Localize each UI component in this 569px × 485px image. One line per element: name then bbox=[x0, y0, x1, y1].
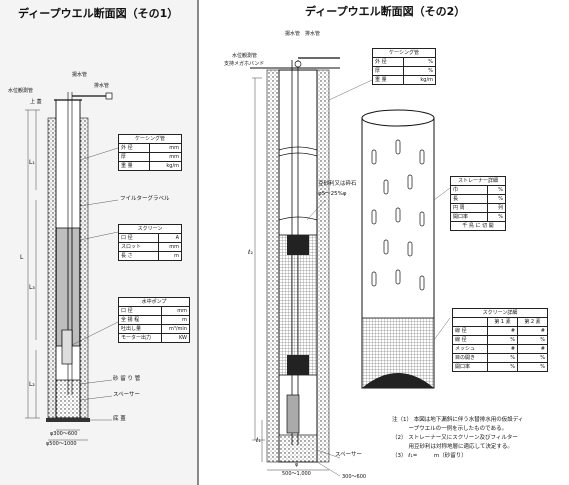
right-well-screen bbox=[278, 234, 318, 376]
panel-divider bbox=[197, 0, 199, 485]
note-line: 注（1） 本図は地下漏斜に伴う水替排水用の仮設ディ bbox=[392, 417, 524, 423]
right-label-phi: φ bbox=[295, 462, 299, 468]
left-label-l2: L₂ bbox=[29, 381, 35, 388]
left-pump-table-title: 水中ポンプ bbox=[118, 297, 190, 307]
right-well-pump bbox=[286, 394, 300, 434]
left-label-discharge-pipe: 排水管 bbox=[94, 83, 110, 89]
table-row: 長% bbox=[450, 194, 507, 204]
table-row: 開口率%% bbox=[451, 362, 548, 372]
right-label-gravel-note: 豆砂利又は砕石 bbox=[318, 181, 357, 187]
table-row: メッシュ## bbox=[451, 344, 548, 354]
screen-detail-table-title: スクリーン詳細 bbox=[452, 308, 548, 318]
left-label-water-level-pipe: 水位観測管 bbox=[8, 88, 34, 94]
table-row: 線 径## bbox=[451, 326, 548, 336]
left-label-dim-inner: φ300～600 bbox=[50, 431, 78, 437]
right-well-drawing bbox=[250, 57, 373, 477]
left-label-l1: L₁ bbox=[29, 159, 35, 166]
right-casing-table-title: ケーシング管 bbox=[372, 48, 436, 58]
note-line: ープウエルの一例を示したものである。 bbox=[392, 426, 508, 432]
strainer-detail-footer: 千 鳥 に 切 開 bbox=[450, 221, 506, 231]
screen-detail-table: スクリーン詳細 第 1 素 第 2 素 線 径## 線 径%% メッシュ## 目… bbox=[451, 308, 548, 372]
table-row: 厚% bbox=[372, 66, 437, 76]
right-label-spacer: スペーサー bbox=[335, 452, 363, 458]
table-row: 外 径% bbox=[372, 57, 437, 67]
table-row: 第 1 素 第 2 素 bbox=[451, 317, 548, 327]
left-well-sand-trap bbox=[55, 379, 81, 419]
left-well-pump bbox=[61, 329, 73, 365]
right-label-mega-band: 支持メガホバンド bbox=[224, 61, 265, 67]
table-row: 目の開き%% bbox=[451, 353, 548, 363]
table-row: 巾% bbox=[450, 185, 507, 195]
right-label-gravel-size: φ5～25%φ bbox=[318, 191, 347, 197]
right-label-dim-base: 300～600 bbox=[342, 474, 367, 480]
right-label-l1: ℓ₁ bbox=[256, 437, 261, 444]
note-line: 用豆砂利は対称地層に適応して決定する。 bbox=[392, 444, 513, 450]
left-label-sand-trap: 砂 留 り 管 bbox=[113, 376, 141, 382]
left-well-screen bbox=[55, 227, 81, 347]
left-label-filter-gravel: フイルターグラベル bbox=[120, 196, 170, 202]
strainer-cylinder-drawing bbox=[361, 109, 451, 389]
left-label-drain-pipe: 揚水管 bbox=[72, 72, 88, 78]
table-row: 線 径%% bbox=[451, 335, 548, 345]
notes-block: 注（1） 本図は地下漏斜に伴う水替排水用の仮設ディ ープウエルの一例を示したもの… bbox=[392, 416, 523, 461]
left-label-dim-outer: φ500～1000 bbox=[46, 441, 77, 447]
left-label-l: L bbox=[20, 254, 24, 261]
left-well-drawing bbox=[25, 92, 119, 441]
strainer-detail-table: ストレーナー詳細 巾% 長% 円 周列 開口率% 千 鳥 に 切 開 bbox=[450, 176, 507, 231]
right-label-l2: ℓ₂ bbox=[248, 249, 253, 256]
left-label-cover: 上 蓋 bbox=[30, 99, 42, 105]
table-row: 開口率% bbox=[450, 212, 507, 222]
right-label-drain: 揚水管 bbox=[285, 31, 301, 37]
left-label-spacer: スペーサー bbox=[113, 392, 141, 398]
left-casing-table-title: ケーシング管 bbox=[118, 134, 182, 144]
strainer-detail-table-title: ストレーナー詳細 bbox=[450, 176, 506, 186]
right-title: ディープウエル断面図（その2） bbox=[305, 5, 466, 18]
right-label-discharge: 排水管 bbox=[305, 31, 321, 37]
right-label-dim-span: 500～1,000 bbox=[282, 471, 311, 477]
left-well-bottom bbox=[46, 418, 90, 422]
note-line: （2） ストレーナー又にスクリーン及びフィルター bbox=[392, 435, 518, 441]
left-screen-table-title: スクリーン bbox=[118, 224, 182, 234]
note-line: （3） ℓ₁= m（砂留り） bbox=[392, 453, 467, 459]
table-row: 円 周列 bbox=[450, 203, 507, 213]
left-label-bottom-cover: 底 蓋 bbox=[113, 416, 126, 422]
left-label-l3: L₃ bbox=[29, 284, 35, 291]
right-label-water-level-pipe: 水位観測管 bbox=[232, 53, 258, 59]
left-title: ディープウエル断面図（その1） bbox=[18, 7, 179, 20]
